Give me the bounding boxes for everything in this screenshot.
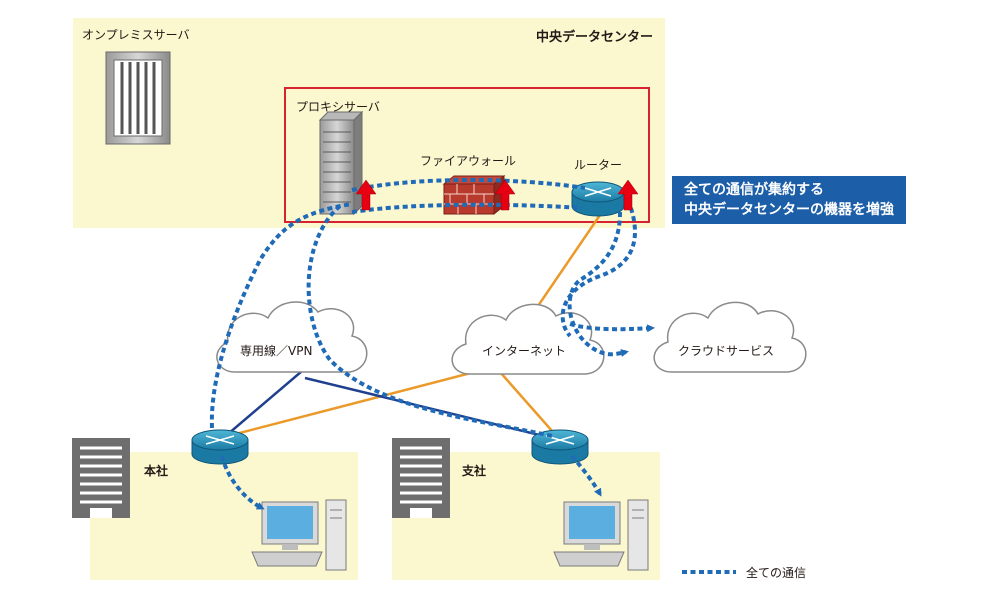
router-label: ルーター xyxy=(574,158,623,172)
proxy-server-label: プロキシサーバ xyxy=(296,100,380,114)
branch-pc-icon xyxy=(553,499,649,571)
dc-traffic-loop-top xyxy=(351,178,586,192)
datacenter-title: 中央データセンター xyxy=(536,30,654,45)
hq-building-icon xyxy=(72,438,130,518)
callout-box: 全ての通信が集約する 中央データセンターの機器を増強 xyxy=(672,176,906,224)
dc-router-icon xyxy=(571,181,625,217)
hq-internet-line xyxy=(227,366,491,438)
hq-router-to-pc-path xyxy=(220,455,265,510)
callout-line-2: 中央データセンターの機器を増強 xyxy=(684,202,894,218)
callout-line-1: 全ての通信が集約する xyxy=(684,182,824,198)
onprem-server-label: オンプレミスサーバ xyxy=(82,28,190,42)
internet-cloud-label: インターネット xyxy=(482,344,567,358)
all-traffic-paths xyxy=(209,178,655,510)
firewall-upgrade-arrow xyxy=(494,179,516,211)
cloud-service-cloud xyxy=(653,301,807,373)
to-cloud-service-path xyxy=(569,322,655,333)
onprem-server-icon xyxy=(105,51,171,145)
internet-cloud xyxy=(451,303,605,375)
cloud-service-label: クラウドサービス xyxy=(678,344,775,358)
hq-pc-icon xyxy=(251,499,347,571)
branch-building-icon xyxy=(392,438,450,518)
dc-to-branch-path xyxy=(306,204,553,438)
upgrade-arrows xyxy=(355,179,639,211)
datacenter-highlight-box xyxy=(284,87,650,223)
vpn-cloud-label: 専用線／VPN xyxy=(240,344,313,358)
internet-branch-line xyxy=(499,371,561,441)
proxy-upgrade-arrow xyxy=(355,179,377,211)
vpn-cloud xyxy=(216,301,368,373)
legend-label: 全ての通信 xyxy=(746,566,807,580)
branch-router-to-pc-path xyxy=(570,454,602,497)
firewall-label: ファイアウォール xyxy=(420,154,517,168)
router-to-internet-path xyxy=(560,199,637,338)
proxy-server-icon xyxy=(318,110,364,216)
dc-traffic-loop-bottom xyxy=(351,202,583,214)
router-return-path xyxy=(567,211,629,357)
hq-label: 本社 xyxy=(144,464,169,478)
branch-label: 支社 xyxy=(462,464,487,478)
hq-router-icon xyxy=(191,429,249,465)
router-upgrade-arrow xyxy=(617,179,639,211)
